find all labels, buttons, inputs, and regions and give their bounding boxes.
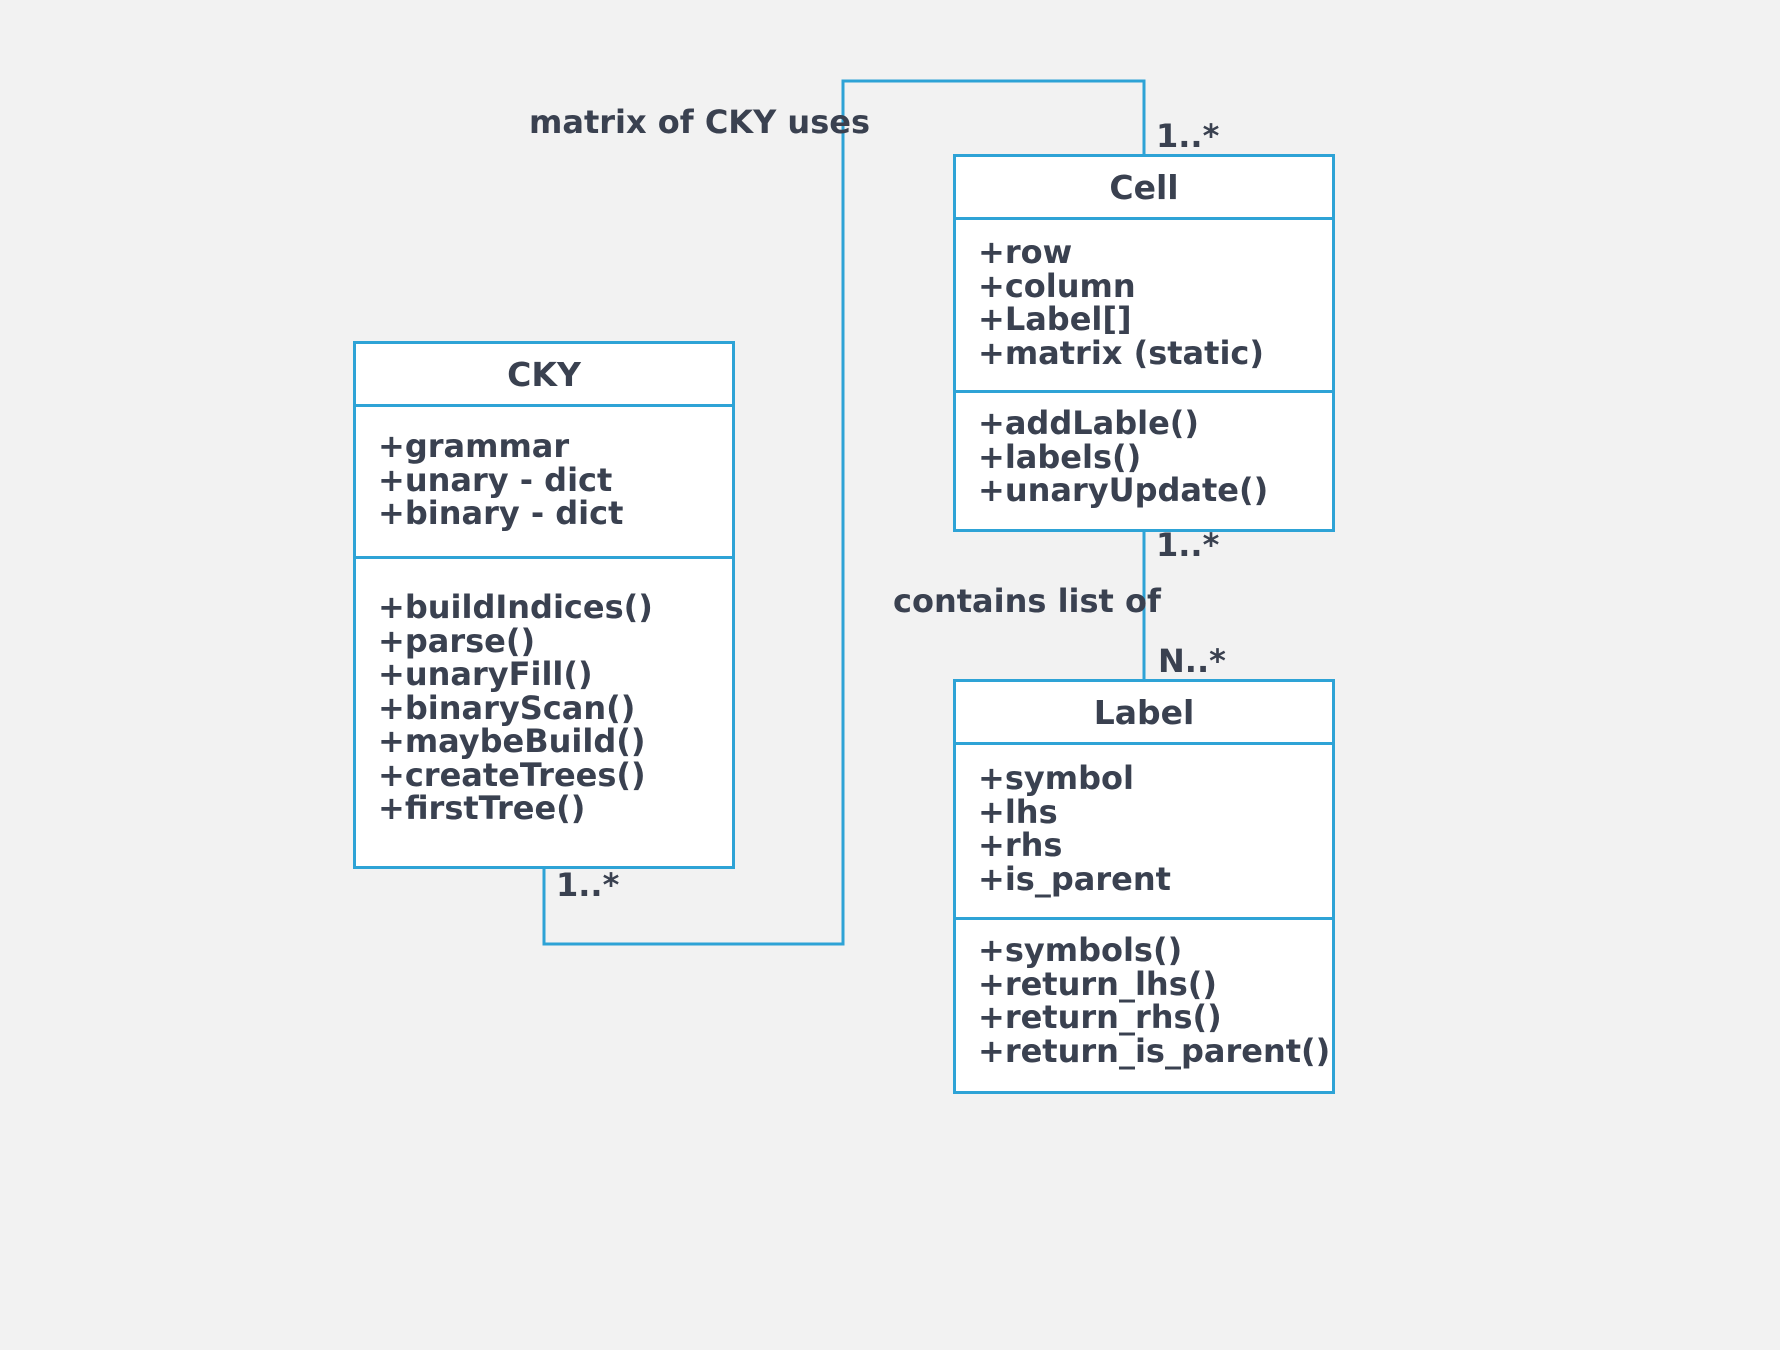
- attribute: +grammar: [378, 427, 570, 465]
- class-cell-attributes: +row +column +Label[] +matrix (static): [956, 220, 1332, 393]
- class-label[interactable]: Label +symbol +lhs +rhs +is_parent +symb…: [953, 679, 1335, 1094]
- class-label-attributes: +symbol +lhs +rhs +is_parent: [956, 745, 1332, 920]
- method: +return_is_parent(): [978, 1031, 1331, 1070]
- method: +firstTree(): [378, 789, 586, 827]
- class-cell[interactable]: Cell +row +column +Label[] +matrix (stat…: [953, 154, 1335, 532]
- attribute: +is_parent: [978, 859, 1171, 898]
- method: +symbols(): [978, 931, 1183, 969]
- method: +parse(): [378, 621, 536, 660]
- class-cky[interactable]: CKY +grammar +unary - dict +binary - dic…: [353, 341, 735, 869]
- method: +buildIndices(): [378, 588, 653, 626]
- association-name-matrix: matrix of CKY uses: [529, 103, 870, 141]
- class-label-methods: +symbols() +return_lhs() +return_rhs() +…: [956, 920, 1332, 1068]
- method: +maybeBuild(): [378, 722, 646, 760]
- attribute: +rhs: [978, 826, 1063, 864]
- attribute: +unary - dict: [378, 460, 613, 499]
- class-label-name: Label: [956, 682, 1332, 745]
- class-cky-methods: +buildIndices() +parse() +unaryFill() +b…: [356, 559, 732, 826]
- method: +unaryUpdate(): [978, 471, 1269, 509]
- attribute: +matrix (static): [978, 333, 1264, 372]
- association-line-cky-cell[interactable]: [542, 79, 1146, 946]
- attribute: +row: [978, 233, 1073, 271]
- method: +binaryScan(): [378, 688, 636, 727]
- attribute: +Label[]: [978, 300, 1132, 338]
- class-cky-attributes: +grammar +unary - dict +binary - dict: [356, 407, 732, 559]
- method: +unaryFill(): [378, 655, 593, 693]
- method: +labels(): [978, 437, 1142, 476]
- attribute: +column: [978, 266, 1136, 305]
- multiplicity-cell-top: 1..*: [1156, 117, 1220, 155]
- multiplicity-label-top: N..*: [1158, 642, 1226, 680]
- attribute: +lhs: [978, 792, 1058, 831]
- method: +return_rhs(): [978, 998, 1222, 1036]
- class-cell-methods: +addLable() +labels() +unaryUpdate(): [956, 393, 1332, 508]
- method: +addLable(): [978, 404, 1200, 442]
- class-cell-name: Cell: [956, 157, 1332, 220]
- association-name-contains: contains list of: [893, 582, 1161, 620]
- class-cky-name: CKY: [356, 344, 732, 407]
- multiplicity-cky-bottom: 1..*: [556, 866, 620, 904]
- method: +createTrees(): [378, 755, 646, 794]
- attribute: +binary - dict: [378, 494, 624, 532]
- attribute: +symbol: [978, 759, 1134, 797]
- method: +return_lhs(): [978, 964, 1217, 1003]
- multiplicity-cell-bottom: 1..*: [1156, 526, 1220, 564]
